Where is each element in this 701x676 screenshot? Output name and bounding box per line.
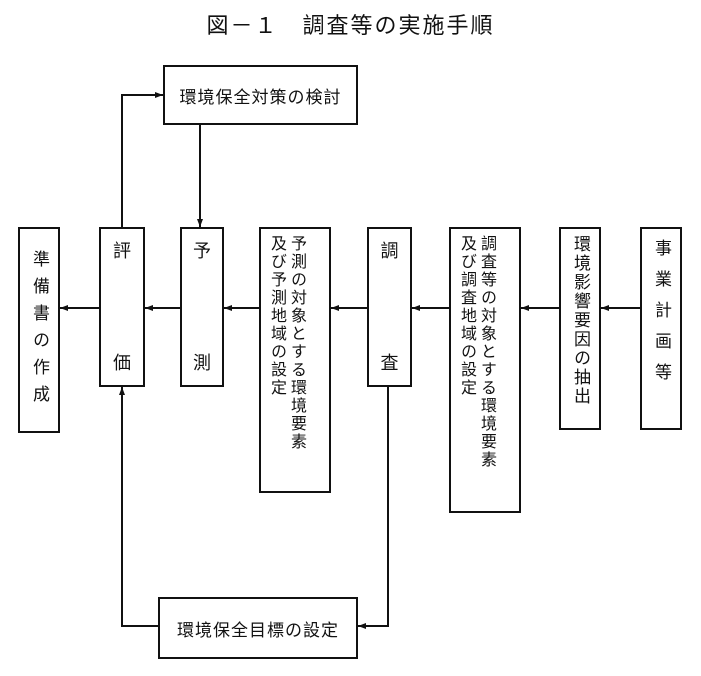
prediction-char-2: 測 <box>193 353 211 374</box>
prediction-char-1: 予 <box>193 241 211 262</box>
env-protection-measures-box: 環境保全対策の検討 <box>163 65 358 125</box>
survey-scope-line-2: 及び調査地域の設定 <box>458 235 477 397</box>
arrow-survey-to-target <box>358 387 389 627</box>
impact-factor-box: 環境影響要因の抽出 <box>559 227 601 430</box>
evaluation-box: 評 価 <box>99 227 145 387</box>
evaluation-char-1: 評 <box>113 241 131 262</box>
survey-scope-line-1: 調査等の対象とする環境要素 <box>478 235 497 469</box>
arrow-target-to-evaluation <box>121 387 158 627</box>
env-protection-measures-label: 環境保全対策の検討 <box>179 87 342 108</box>
draft-document-box: 準備書の作成 <box>18 227 60 433</box>
prediction-box: 予 測 <box>180 227 224 387</box>
env-protection-target-label: 環境保全目標の設定 <box>177 620 339 641</box>
survey-char-1: 調 <box>380 241 399 262</box>
env-protection-target-box: 環境保全目標の設定 <box>158 597 358 659</box>
prediction-scope-line-2: 及び予測地域の設定 <box>268 235 287 397</box>
project-plan-box: 事業計画等 <box>640 227 682 430</box>
prediction-scope-box: 予測の対象とする環境要素 及び予測地域の設定 <box>259 227 331 493</box>
survey-scope-box: 調査等の対象とする環境要素 及び調査地域の設定 <box>449 227 521 513</box>
evaluation-char-2: 価 <box>113 353 131 374</box>
survey-box: 調 査 <box>367 227 412 387</box>
project-plan-label: 事業計画等 <box>651 239 671 394</box>
prediction-scope-line-1: 予測の対象とする環境要素 <box>288 235 307 451</box>
impact-factor-label: 環境影響要因の抽出 <box>570 235 590 406</box>
draft-document-label: 準備書の作成 <box>29 250 49 412</box>
diagram-title: 図－１ 調査等の実施手順 <box>206 14 495 39</box>
survey-char-2: 査 <box>380 353 399 374</box>
arrow-evaluation-to-measures <box>121 94 163 227</box>
